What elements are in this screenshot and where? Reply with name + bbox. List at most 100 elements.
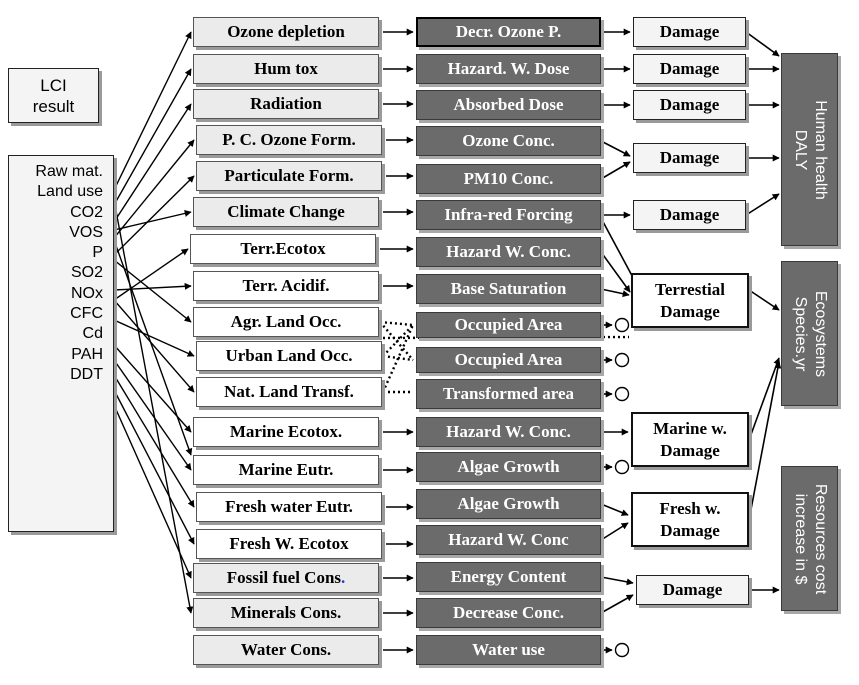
substance-cd: Cd <box>82 325 103 343</box>
land-dotted-nat-a <box>381 324 415 393</box>
lci-to-category-arrow-6 <box>113 248 189 301</box>
category-radiation: Radiation <box>193 89 379 119</box>
lci-to-category-arrow-1 <box>113 68 192 206</box>
mechanism-decr-ozone-p: Decr. Ozone P. <box>416 17 601 47</box>
category-marine-ecotox: Marine Ecotox. <box>193 417 379 447</box>
terminal-circle-transformed <box>614 386 630 402</box>
land-dotted-urban-b <box>382 354 414 362</box>
lci-to-category-arrow-5 <box>113 210 192 231</box>
mechanism-occupied-area-urban: Occupied Area <box>416 347 601 373</box>
land-dotted-agr-a <box>379 320 414 327</box>
damage-box-hum-tox: Damage <box>633 54 746 84</box>
mechanism-ozone-conc: Ozone Conc. <box>416 126 601 156</box>
mechanism-hazard-w-dose: Hazard. W. Dose <box>416 54 601 84</box>
category-water-cons: Water Cons. <box>193 635 379 665</box>
lci-to-category-arrow-16 <box>113 299 195 393</box>
land-dotted-urban-a <box>382 324 414 357</box>
lci-to-category-arrow-11 <box>113 359 192 471</box>
endpoint-human-health-label: Human health DALY <box>791 99 829 200</box>
damage-to-endpoint-arrow-7 <box>748 361 782 521</box>
mechanism-to-damage-arrow-12 <box>600 576 634 586</box>
damage-to-endpoint-arrow-0 <box>745 31 780 57</box>
mechanism-water-use: Water use <box>416 635 601 665</box>
lci-to-category-arrow-0 <box>113 31 192 191</box>
category-nat-land-transf: Nat. Land Transf. <box>196 377 382 407</box>
substance-cfc: CFC <box>70 305 103 323</box>
category-fossil-fuel-cons-label: Fossil fuel Cons <box>226 567 342 587</box>
mechanism-hazard-w-conc-marine: Hazard W. Conc. <box>416 417 601 447</box>
lci-to-category-arrow-3 <box>113 139 195 239</box>
substance-pah: PAH <box>71 345 103 363</box>
lci-to-category-arrow-2 <box>113 103 192 223</box>
endpoint-ecosystems-label: Ecosystems Species.yr <box>791 290 829 377</box>
damage-to-endpoint-arrow-5 <box>748 289 780 311</box>
substance-land-use: Land use <box>37 183 103 201</box>
category-urban-land-occ: Urban Land Occ. <box>196 341 382 371</box>
mechanism-to-damage-arrow-13 <box>600 594 634 614</box>
substance-vos: VOS <box>69 223 103 241</box>
lci-result-box: LCI result <box>8 68 99 123</box>
damage-to-endpoint-arrow-4 <box>745 193 780 216</box>
mechanism-base-saturation: Base Saturation <box>416 274 601 304</box>
lci-to-category-arrow-12 <box>113 374 195 508</box>
category-ozone-depletion: Ozone depletion <box>193 17 379 47</box>
category-minerals-cons: Minerals Cons. <box>193 598 379 628</box>
damage-box-ozone-pm: Damage <box>633 143 746 173</box>
substance-co2: CO2 <box>70 203 103 221</box>
mechanism-to-damage-arrow-3 <box>600 140 631 157</box>
mechanism-algae-growth-fresh: Algae Growth <box>416 489 601 519</box>
category-fossil-fuel-cons-dot: . <box>341 567 346 587</box>
endpoint-ecosystems: Ecosystems Species.yr <box>781 261 838 406</box>
damage-box-radiation: Damage <box>633 90 746 120</box>
endpoint-resources: Resources cost increase in $ <box>781 466 838 611</box>
damage-to-endpoint-arrow-6 <box>748 357 781 441</box>
endpoint-resources-label: Resources cost increase in $ <box>791 483 829 594</box>
damage-box-marine: Marine w. Damage <box>631 412 749 467</box>
category-climate-change: Climate Change <box>193 197 379 227</box>
mechanism-hazard-w-conc-fresh: Hazard W. Conc <box>416 525 601 555</box>
mechanism-to-damage-arrow-11 <box>600 522 629 541</box>
category-particulate-form: Particulate Form. <box>196 161 382 191</box>
category-pc-ozone-form: P. C. Ozone Form. <box>196 125 382 155</box>
mechanism-algae-growth-marine: Algae Growth <box>416 452 601 482</box>
mechanism-to-damage-arrow-7 <box>600 251 631 293</box>
category-fresh-water-eutr: Fresh water Eutr. <box>196 492 382 522</box>
mechanism-pm10-conc: PM10 Conc. <box>416 164 601 194</box>
terminal-circle-water-use <box>614 642 630 658</box>
damage-box-fresh-water: Fresh w. Damage <box>631 492 749 547</box>
terminal-circle-occupied-urban <box>614 352 630 368</box>
category-terr-acidif: Terr. Acidif. <box>193 271 379 301</box>
lci-to-category-arrow-15 <box>113 199 194 614</box>
mechanism-hazard-w-conc-terr: Hazard W. Conc. <box>416 237 601 267</box>
category-marine-eutr: Marine Eutr. <box>193 455 379 485</box>
substance-p: P <box>92 244 103 262</box>
lci-substance-list: Raw mat. Land use CO2 VOS P SO2 NOx CFC … <box>8 155 114 532</box>
substance-nox: NOx <box>71 284 103 302</box>
category-agr-land-occ: Agr. Land Occ. <box>193 307 379 337</box>
mechanism-infra-red-forcing: Infra-red Forcing <box>416 200 601 230</box>
substance-ddt: DDT <box>70 365 103 383</box>
terminal-circle-occupied-agr <box>614 317 630 333</box>
substance-so2: SO2 <box>70 264 103 282</box>
damage-box-ozone: Damage <box>633 17 746 47</box>
lci-to-category-arrow-10 <box>113 344 192 433</box>
damage-box-resources: Damage <box>636 575 749 605</box>
mechanism-decrease-conc: Decrease Conc. <box>416 598 601 628</box>
lci-to-category-arrow-13 <box>113 389 195 545</box>
mechanism-absorbed-dose: Absorbed Dose <box>416 90 601 120</box>
lci-to-category-arrow-4 <box>113 175 195 256</box>
damage-box-terrestial: Terrestial Damage <box>631 273 749 328</box>
mechanism-occupied-area-agr: Occupied Area <box>416 312 601 338</box>
category-terr-ecotox: Terr.Ecotox <box>190 234 376 264</box>
lci-to-category-arrow-7 <box>113 282 192 291</box>
mechanism-energy-content: Energy Content <box>416 562 601 592</box>
endpoint-human-health: Human health DALY <box>781 53 838 246</box>
substance-raw-mat: Raw mat. <box>35 163 103 180</box>
mechanism-to-damage-arrow-4 <box>600 161 631 180</box>
category-fresh-w-ecotox: Fresh W. Ecotox <box>196 529 382 559</box>
terminal-circle-algae-marine <box>614 459 630 475</box>
category-fossil-fuel-cons: Fossil fuel Cons. <box>193 563 379 593</box>
lci-to-category-arrow-14 <box>113 404 192 579</box>
damage-box-climate: Damage <box>633 200 746 230</box>
